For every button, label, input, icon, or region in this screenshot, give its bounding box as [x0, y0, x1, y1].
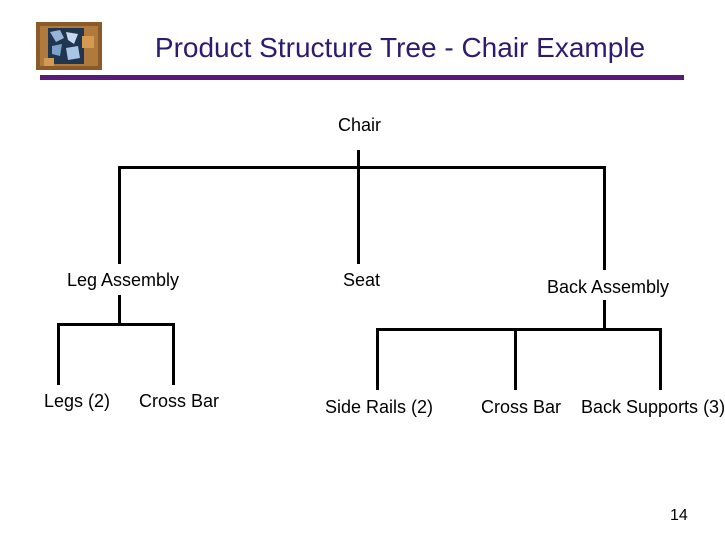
connector-leg-cross-bar: [172, 323, 175, 385]
connector-back-assembly: [603, 166, 606, 270]
node-leg-assembly: Leg Assembly: [67, 270, 180, 290]
page-number: 14: [670, 507, 688, 524]
connector-legs: [57, 323, 60, 385]
connector-back-bar: [376, 328, 662, 331]
connector-seat: [357, 166, 360, 264]
node-back-assembly: Back Assembly: [547, 277, 670, 297]
node-leg-cross-bar: Cross Bar: [139, 391, 220, 411]
node-back-supports: Back Supports (3): [581, 397, 725, 417]
connector-leg-assembly: [118, 166, 121, 264]
node-legs: Legs (2): [44, 391, 111, 411]
connector-root-stem: [357, 150, 360, 168]
node-chair: Chair: [338, 115, 382, 135]
connector-back-stem: [603, 300, 606, 330]
connector-leg-stem: [118, 295, 121, 325]
slide-title: Product Structure Tree - Chair Example: [154, 32, 646, 63]
connector-back-supports: [659, 328, 662, 390]
node-back-cross-bar: Cross Bar: [481, 397, 562, 417]
node-seat: Seat: [343, 270, 381, 290]
puzzle-logo-icon: [36, 22, 102, 70]
connector-leg-bar: [57, 323, 175, 326]
title-rule: [40, 75, 684, 80]
connector-side-rails: [376, 328, 379, 390]
connector-level1-bar: [118, 166, 606, 169]
connector-back-cross-bar: [514, 328, 517, 390]
node-side-rails: Side Rails (2): [325, 397, 434, 417]
